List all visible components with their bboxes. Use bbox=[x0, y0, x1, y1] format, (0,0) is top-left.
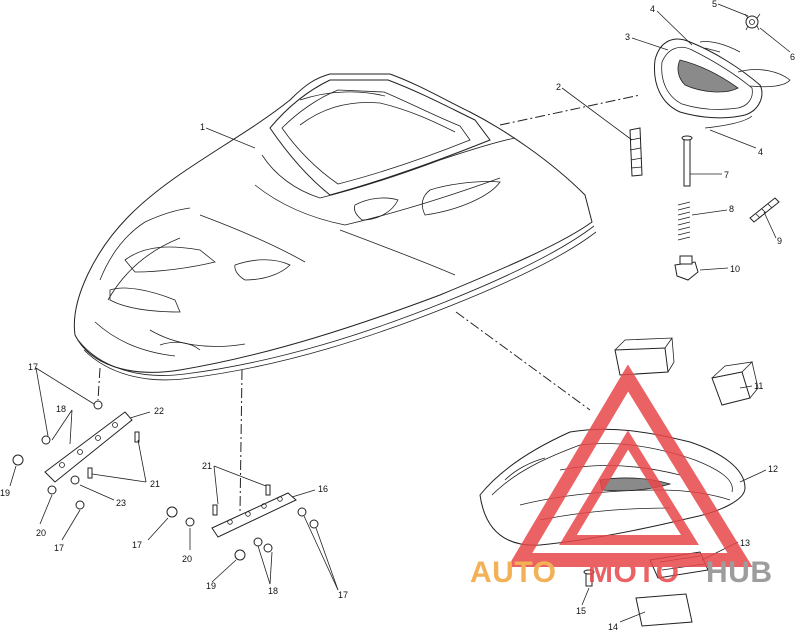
callout-6: 6 bbox=[790, 52, 795, 62]
callout-11: 11 bbox=[754, 381, 763, 391]
callout-20-a: 20 bbox=[36, 528, 46, 538]
callout-5: 5 bbox=[712, 0, 717, 9]
callout-16: 16 bbox=[318, 484, 328, 494]
callout-15: 15 bbox=[576, 606, 586, 616]
headlight-assembly bbox=[653, 13, 791, 129]
callout-21-b: 21 bbox=[150, 479, 160, 489]
small-parts bbox=[629, 127, 780, 281]
callout-19-a: 19 bbox=[0, 488, 10, 498]
callout-7: 7 bbox=[724, 170, 729, 180]
callout-4-top: 4 bbox=[650, 4, 655, 14]
callout-17-d: 17 bbox=[338, 590, 348, 600]
mounting-brackets bbox=[12, 400, 319, 561]
callout-14: 14 bbox=[608, 622, 618, 632]
watermark-moto: MOTO bbox=[588, 556, 679, 589]
watermark-hub: HUB bbox=[706, 556, 773, 589]
alignment-lines bbox=[97, 94, 641, 513]
leader-lines bbox=[9, 3, 791, 623]
callout-9: 9 bbox=[777, 236, 782, 246]
callout-18-a: 18 bbox=[56, 404, 66, 414]
callout-21-a: 21 bbox=[202, 461, 212, 471]
callout-2: 2 bbox=[556, 82, 561, 92]
callout-1: 1 bbox=[200, 122, 205, 132]
callout-3: 3 bbox=[625, 32, 630, 42]
watermark-auto: AUTO bbox=[470, 556, 556, 589]
callout-22: 22 bbox=[154, 406, 164, 416]
callout-17-c: 17 bbox=[132, 540, 142, 550]
watermark: AUTO MOTO HUB bbox=[470, 364, 773, 589]
callout-12: 12 bbox=[768, 464, 778, 474]
callout-18-b: 18 bbox=[268, 586, 278, 596]
callout-10: 10 bbox=[730, 264, 740, 274]
callout-13: 13 bbox=[740, 538, 750, 548]
hood-assembly bbox=[73, 73, 597, 381]
callout-23: 23 bbox=[116, 498, 126, 508]
callout-4-bottom: 4 bbox=[758, 147, 763, 157]
callout-20-b: 20 bbox=[182, 554, 192, 564]
callout-17-b: 17 bbox=[54, 543, 64, 553]
callout-17-a: 17 bbox=[28, 362, 38, 372]
callout-8: 8 bbox=[729, 204, 734, 214]
callout-19-b: 19 bbox=[206, 581, 216, 591]
